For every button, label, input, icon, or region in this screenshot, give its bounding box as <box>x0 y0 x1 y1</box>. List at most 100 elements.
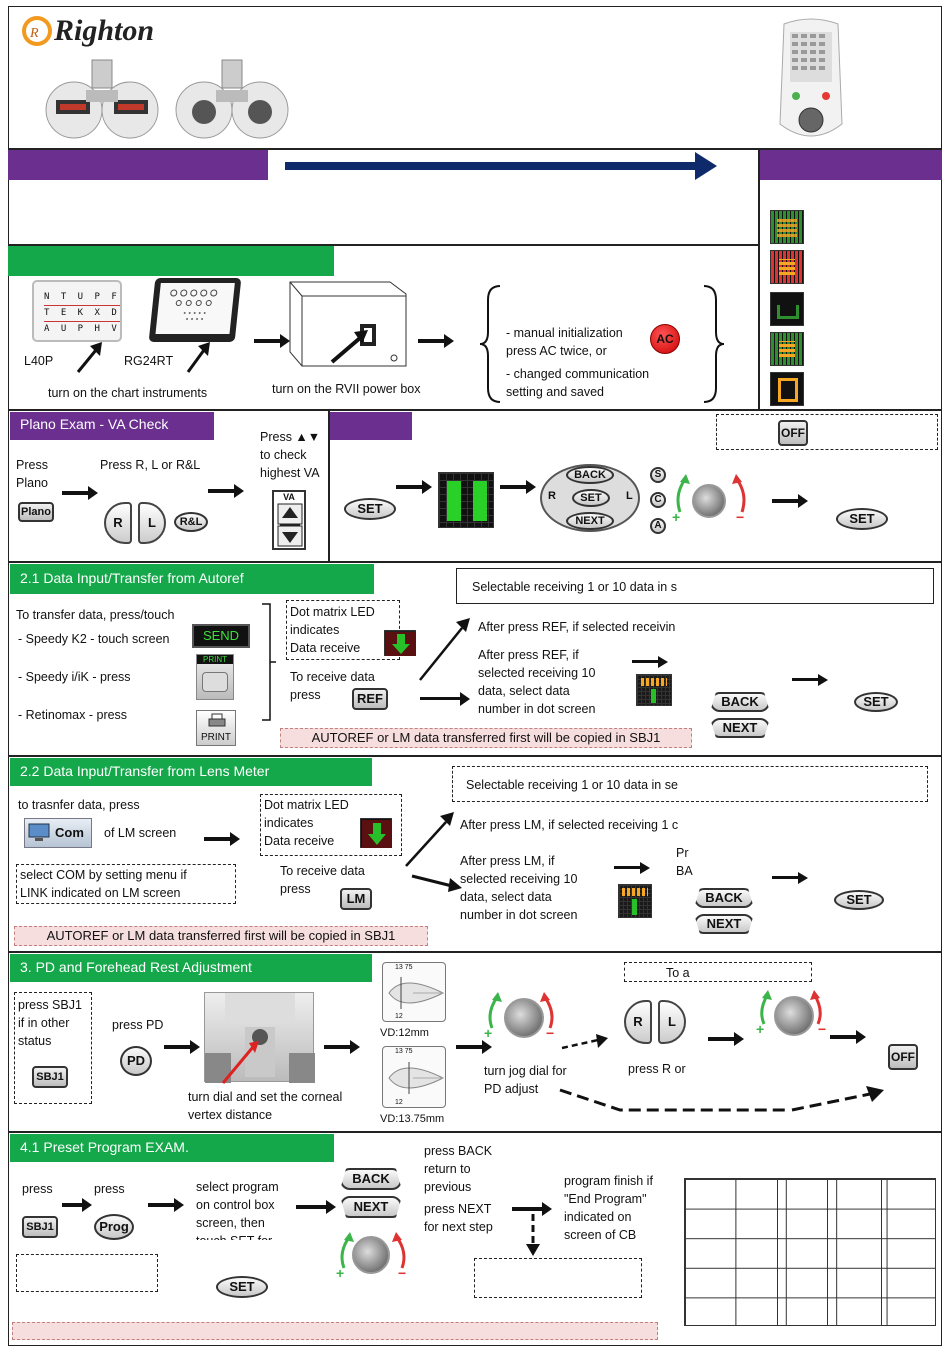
pd-title: 3. PD and Forehead Rest Adjustment <box>10 954 372 982</box>
va-button[interactable]: VA <box>272 490 306 550</box>
jog-dial[interactable] <box>692 484 726 518</box>
chart-rg24rt-image <box>148 278 242 342</box>
arrow-right-icon <box>296 1200 336 1214</box>
pad-r-label[interactable]: R <box>548 490 556 502</box>
brand-panel <box>8 6 942 150</box>
preset-jog-dial[interactable] <box>352 1236 390 1274</box>
com-button[interactable]: Com <box>24 818 92 848</box>
pd-button[interactable]: PD <box>120 1046 152 1076</box>
press-plano-text: Press Plano <box>16 458 48 491</box>
power-box-icon <box>289 281 407 367</box>
prog-button[interactable]: Prog <box>94 1214 134 1240</box>
c-button[interactable]: C <box>650 492 666 508</box>
led-display-icon <box>438 472 494 528</box>
next-button[interactable]: NEXT <box>566 512 614 530</box>
arrow-right-icon <box>632 656 668 668</box>
ref-button[interactable]: REF <box>352 688 388 710</box>
autoref-after1: After press REF, if selected receivin <box>478 620 676 634</box>
s-button[interactable]: S <box>650 467 666 483</box>
pointer-arrow-icon <box>76 342 210 373</box>
preset-back-button[interactable]: BACK <box>340 1168 402 1190</box>
pd-jog-dial[interactable] <box>504 998 544 1038</box>
send-button[interactable]: SEND <box>192 624 250 648</box>
pd-turn-dial: turn dial and set the corneal vertex dis… <box>188 1090 343 1123</box>
arrow-right-icon <box>324 1040 360 1054</box>
lensmeter-set-button[interactable]: SET <box>834 890 884 910</box>
autoref-selectable-box <box>456 568 934 604</box>
lensmeter-after1: After press LM, if selected receiving 1 … <box>460 818 679 832</box>
chart-row: T E K X D <box>44 305 120 322</box>
arrow-up-right-icon <box>405 812 454 867</box>
back-button[interactable]: BACK <box>566 466 614 484</box>
svg-text:−: − <box>398 1265 406 1281</box>
preset-panel <box>8 1132 942 1346</box>
vd2-bottom: 12 <box>395 1099 403 1106</box>
lensmeter-back-button[interactable]: BACK <box>694 888 754 908</box>
phoropter-image-2 <box>175 59 289 140</box>
rotate-arrows-icon: + − <box>672 474 746 525</box>
pd-jog-dial-2[interactable] <box>774 996 814 1036</box>
caption-power: turn on the RVII power box <box>272 382 421 396</box>
rotate-arrows-icon: + − <box>484 992 554 1041</box>
program-table <box>684 1178 936 1326</box>
send-label: SEND <box>202 628 240 643</box>
arrow-right-icon <box>792 674 828 686</box>
plano-right-purple-bar <box>330 412 412 440</box>
chart-rg24rt-label: RG24RT <box>124 354 174 368</box>
autoref-set-button[interactable]: SET <box>854 692 898 712</box>
lensmeter-panel <box>8 756 942 952</box>
lensmeter-next-button[interactable]: NEXT <box>694 914 754 934</box>
arrow-right-icon <box>456 1040 492 1054</box>
pd-sbj1-button[interactable]: SBJ1 <box>32 1066 68 1088</box>
lensmeter-title: 2.2 Data Input/Transfer from Lens Meter <box>10 758 372 786</box>
set-button[interactable]: SET <box>344 498 396 520</box>
arrow-right-icon <box>62 1198 92 1212</box>
autoref-next-button[interactable]: NEXT <box>710 718 770 738</box>
arrow-right-icon <box>62 486 98 500</box>
arrow-up-right-icon <box>419 618 470 681</box>
com-label: Com <box>55 825 84 840</box>
phoropter-image-1 <box>45 59 159 140</box>
autoref-back-button[interactable]: BACK <box>710 692 770 712</box>
autoref-k2: - Speedy K2 - touch screen <box>18 632 170 646</box>
lensmeter-dotmatrix-box <box>260 794 402 856</box>
preset-sbj1-button[interactable]: SBJ1 <box>22 1216 58 1238</box>
autoref-after10: After press REF, if selected receiving 1… <box>478 648 596 717</box>
l-label: L <box>148 515 156 530</box>
preset-set-button[interactable]: SET <box>216 1276 268 1298</box>
print-button[interactable]: PRINT <box>196 710 236 746</box>
phoropter-icon <box>175 59 289 139</box>
led-pattern-icon <box>770 332 804 366</box>
chart-row: N T U P F <box>44 292 120 302</box>
ac-button[interactable]: AC <box>650 324 680 354</box>
power-panel <box>8 244 760 410</box>
preset-next-button[interactable]: NEXT <box>340 1196 402 1218</box>
a-button[interactable]: A <box>650 518 666 534</box>
r-button[interactable]: R <box>104 502 132 544</box>
vd1-bottom: 12 <box>395 1013 403 1020</box>
svg-text:+: + <box>756 1021 764 1037</box>
led-number-icon <box>618 884 652 918</box>
pd-off-button[interactable]: OFF <box>888 1044 918 1070</box>
led-legend-purple-bar <box>760 150 942 180</box>
ac-label: AC <box>656 332 674 346</box>
set-button-pad[interactable]: SET <box>572 489 610 507</box>
pad-l-label[interactable]: L <box>626 490 633 502</box>
rotate-arrows-icon: + − <box>336 1232 406 1281</box>
autoref-ik: - Speedy i/iK - press <box>18 670 131 684</box>
preset-select-program: select program on control box screen, th… <box>196 1180 279 1240</box>
lensmeter-selectable-text: Selectable receiving 1 or 10 data in se <box>466 778 678 792</box>
power-box-image <box>289 281 408 368</box>
arrow-right-icon <box>614 862 650 874</box>
rotate-arrows-icon: + − <box>756 990 826 1037</box>
r-label: R <box>113 515 123 530</box>
set-button-final[interactable]: SET <box>836 508 888 530</box>
off-button[interactable]: OFF <box>778 420 808 446</box>
pd-l-label: L <box>668 1014 676 1029</box>
phoropter-icon <box>45 59 159 139</box>
plano-button[interactable]: Plano <box>18 502 54 522</box>
print-key-button[interactable]: PRINT <box>196 654 234 700</box>
brace-left-icon <box>479 285 501 403</box>
lm-button[interactable]: LM <box>340 888 372 910</box>
rl-button[interactable]: R&L <box>174 512 208 532</box>
